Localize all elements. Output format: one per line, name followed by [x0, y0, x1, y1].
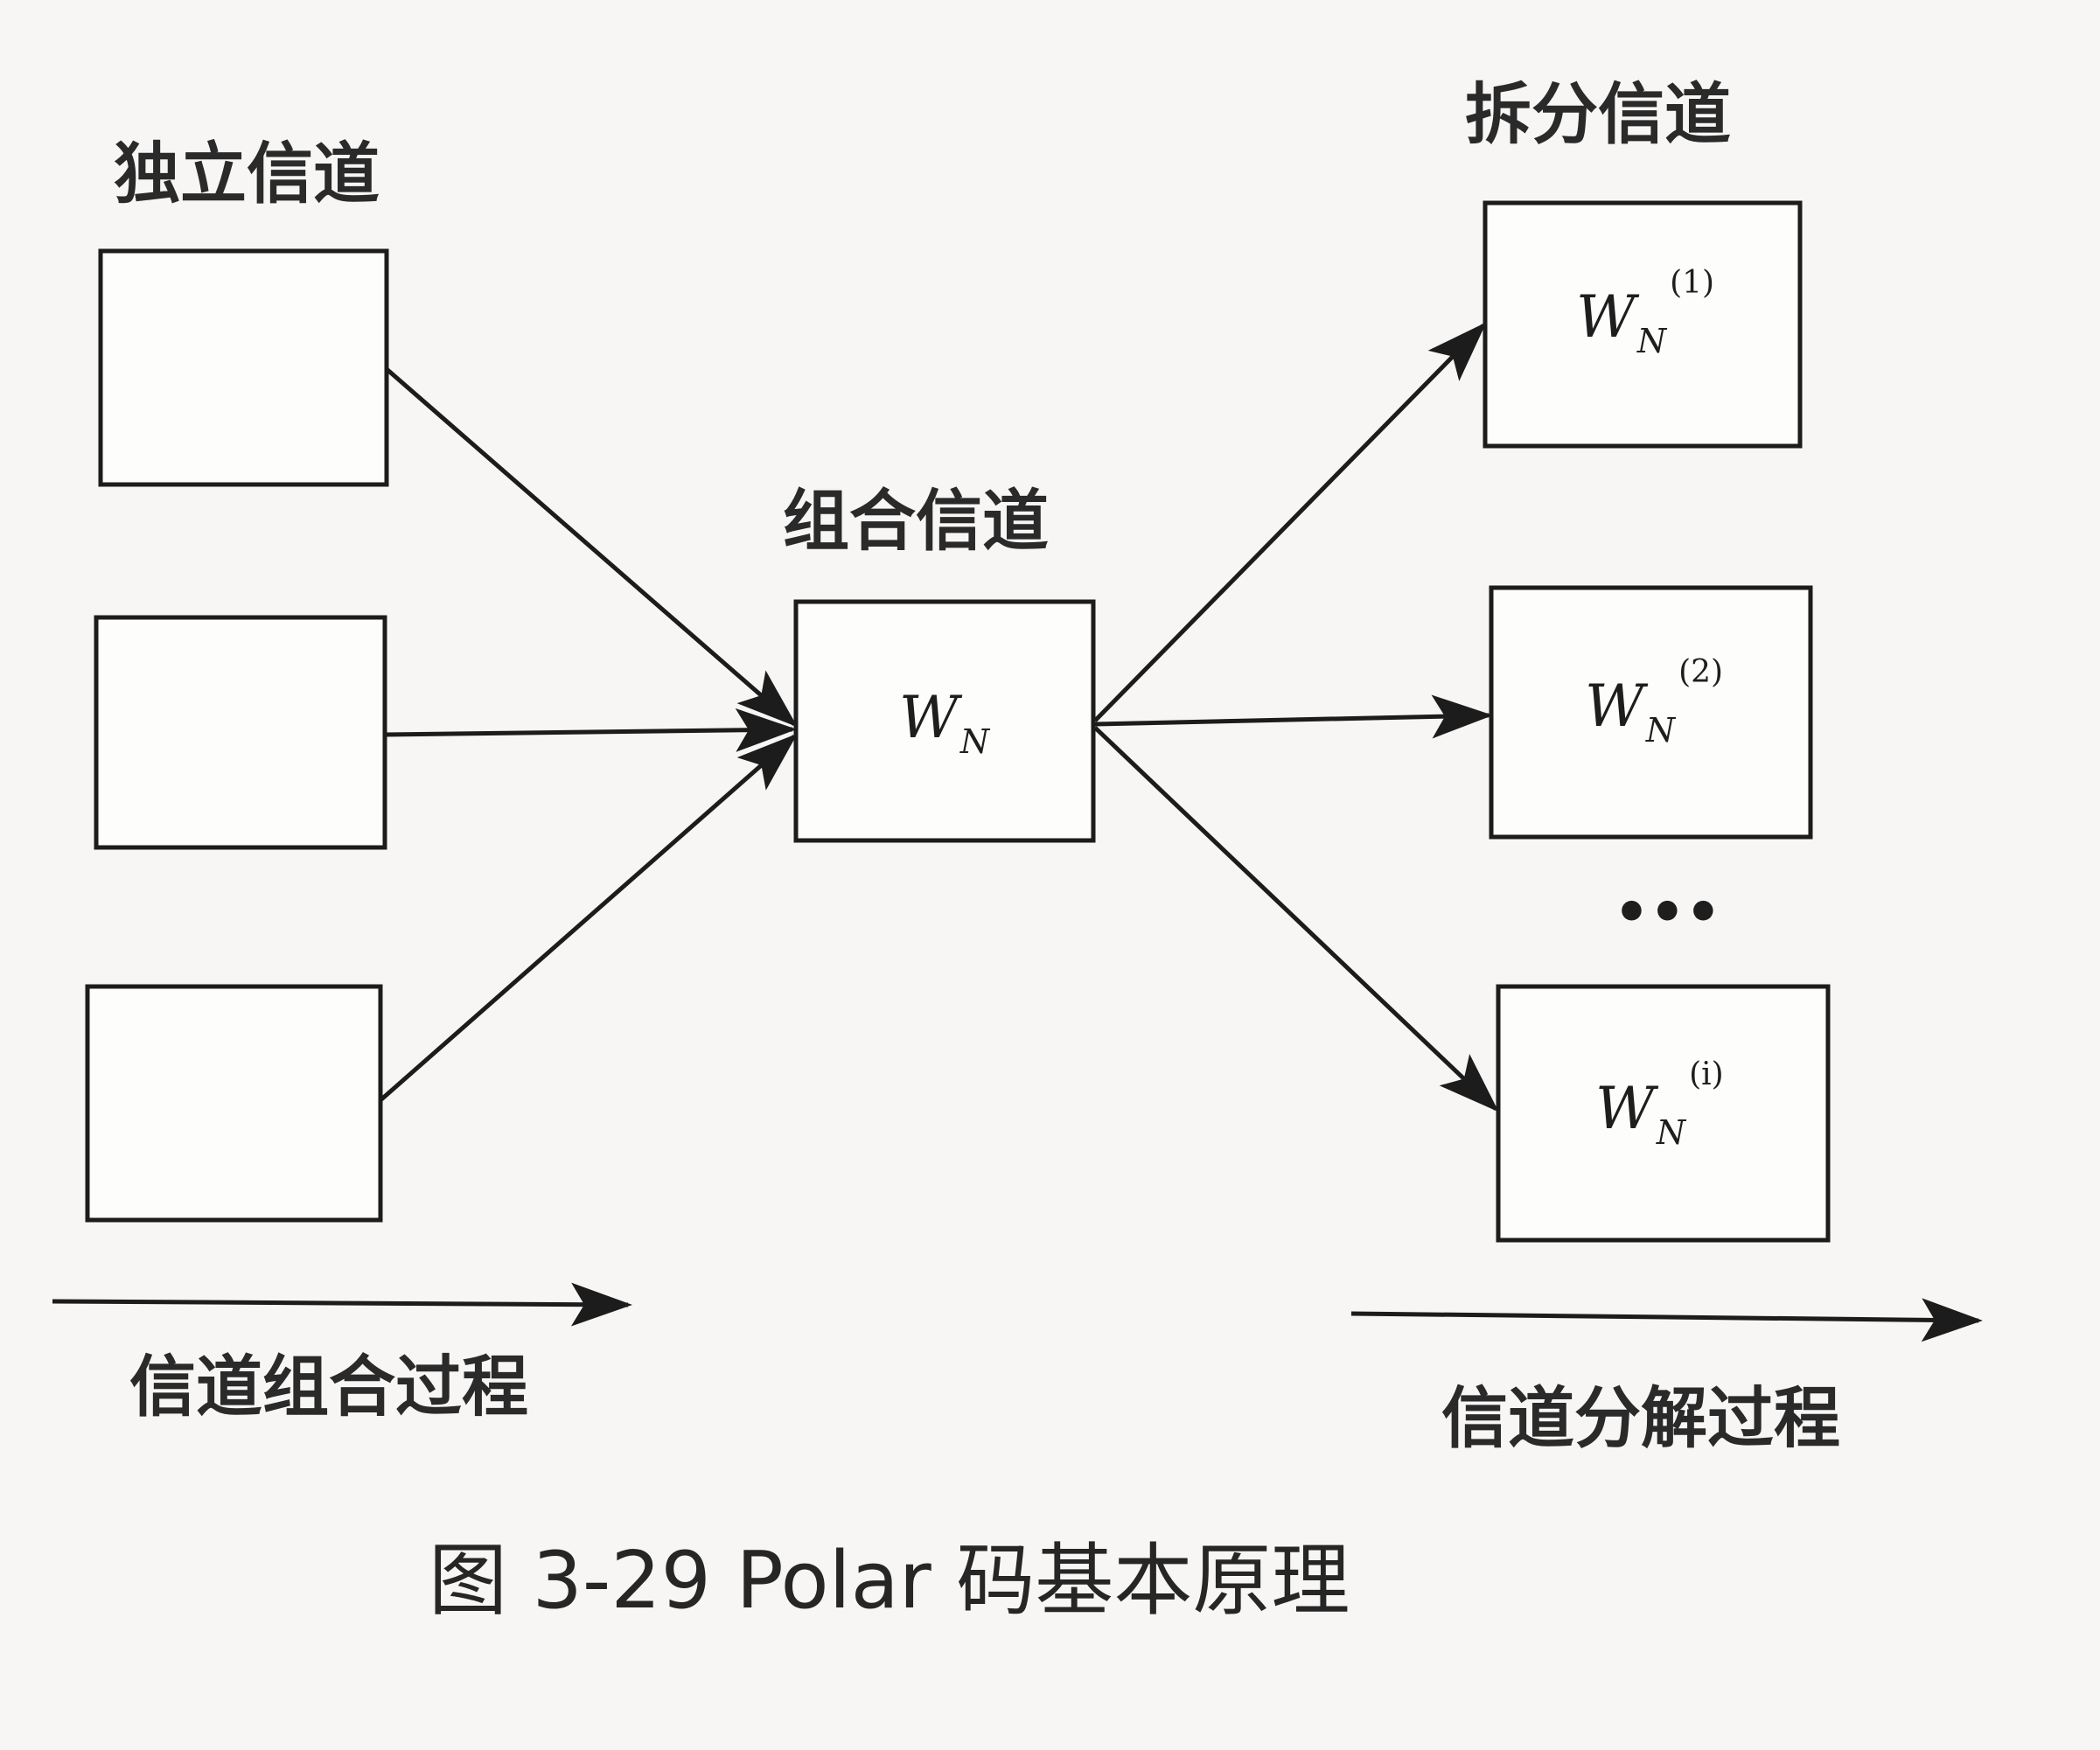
- independent-channel-heading: 独立信道: [114, 135, 380, 213]
- combined-channel-n: N: [959, 722, 991, 761]
- split-channel-i-w: W: [1595, 1075, 1659, 1142]
- split-channel-box-2: [1489, 585, 1813, 840]
- split-channel-box-3: [1496, 984, 1831, 1243]
- combined-channel-box: [793, 599, 1096, 843]
- combined-channel-heading: 组合信道: [783, 482, 1049, 560]
- arrow-independent-2-to-combined: [384, 708, 797, 752]
- split-channel-heading: 拆分信道: [1465, 75, 1731, 153]
- arrow-independent-1-to-combined: [385, 367, 798, 728]
- split-channel-i-index: (i): [1689, 1056, 1724, 1092]
- combine-process-label: 信道组合过程: [129, 1348, 528, 1426]
- split-channel-1-w: W: [1576, 283, 1640, 351]
- split-channel-i-n: N: [1656, 1113, 1687, 1152]
- independent-channel-box-1: [98, 248, 389, 487]
- combined-channel-w: W: [899, 684, 963, 751]
- split-channel-1-n: N: [1636, 322, 1668, 360]
- split-channel-i-symbol: WN(i): [1595, 1056, 1724, 1152]
- independent-channel-box-3: [85, 984, 383, 1223]
- figure-caption: 图 3-29 Polar 码基本原理: [429, 1535, 1350, 1627]
- combine-process-arrow: [52, 1282, 632, 1327]
- arrow-combined-to-split-1: [1093, 322, 1487, 722]
- split-process-arrow: [1350, 1298, 1983, 1342]
- split-process-label: 信道分解过程: [1441, 1379, 1840, 1457]
- more-channels-ellipsis: •••: [1614, 881, 1721, 945]
- independent-channel-box-2: [94, 615, 387, 850]
- split-channel-1-symbol: WN(1): [1576, 265, 1714, 360]
- split-channel-2-w: W: [1585, 673, 1649, 740]
- arrow-combined-to-split-2: [1094, 694, 1493, 739]
- arrow-independent-3-to-combined: [379, 733, 798, 1102]
- split-channel-2-symbol: WN(2): [1585, 654, 1723, 750]
- combined-channel-symbol: WN: [899, 684, 991, 761]
- split-channel-2-index: (2): [1678, 654, 1723, 690]
- split-channel-2-n: N: [1645, 711, 1677, 750]
- split-channel-1-index: (1): [1670, 265, 1714, 301]
- arrow-combined-to-split-i: [1093, 726, 1499, 1112]
